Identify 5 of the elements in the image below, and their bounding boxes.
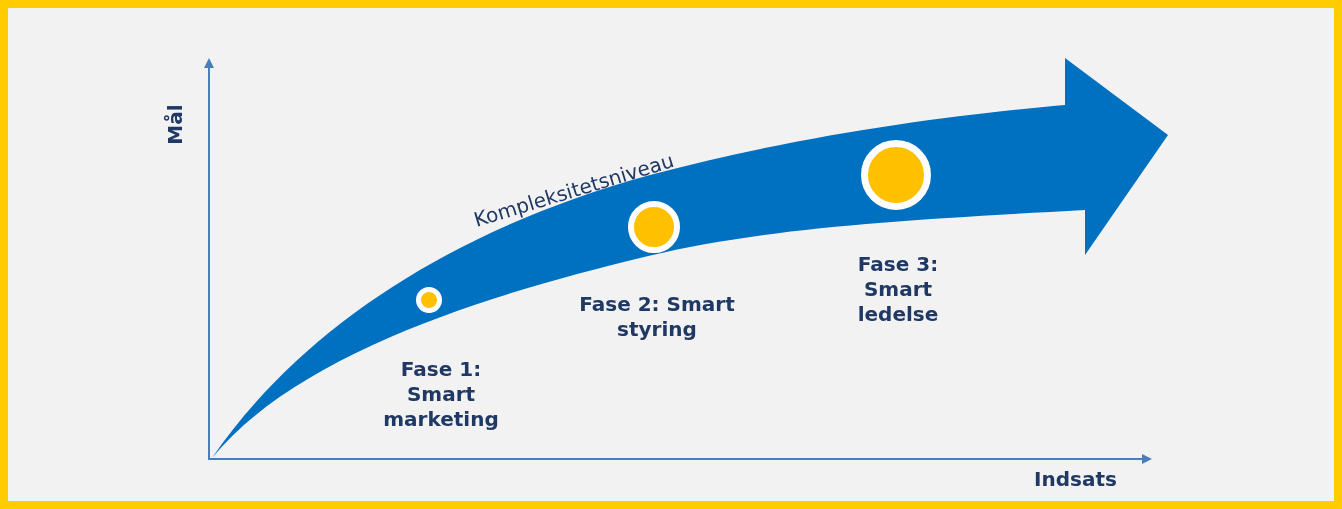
phase-label: Fase 3: Smart ledelse	[856, 252, 940, 327]
axis-label: Indsats	[1034, 467, 1117, 492]
phase-label: Fase 2: Smart styring	[578, 292, 736, 342]
phase-label: Fase 1: Smart marketing	[382, 357, 500, 432]
axis-label: Mål	[162, 104, 188, 145]
